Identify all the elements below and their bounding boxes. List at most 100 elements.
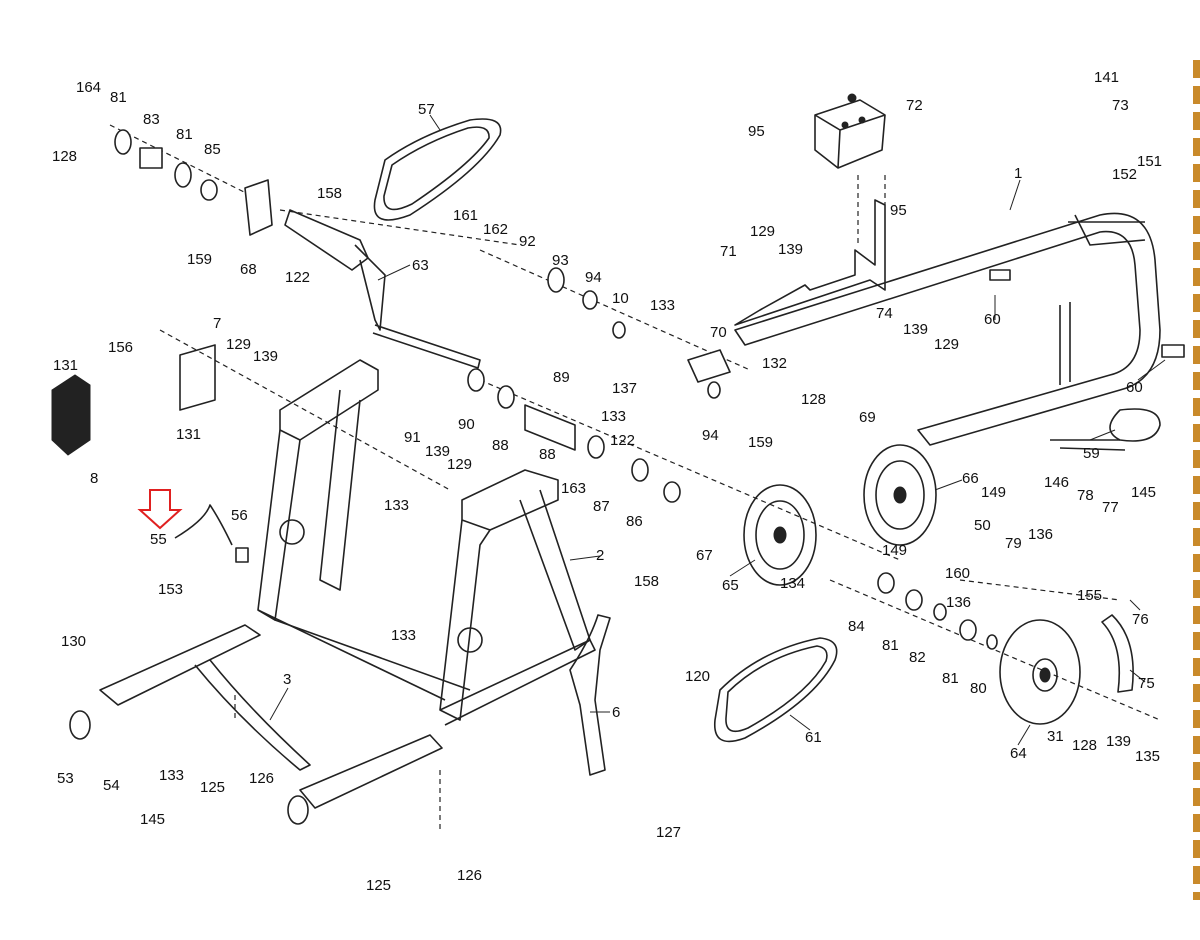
callout-81-a: 81 (110, 89, 127, 106)
callout-61: 61 (805, 729, 822, 746)
callout-89: 89 (553, 369, 570, 386)
callout-158-b: 158 (634, 573, 659, 590)
callout-57: 57 (418, 101, 435, 118)
main-frame-part (734, 212, 1185, 446)
callout-125-a: 125 (200, 779, 225, 796)
callout-71: 71 (720, 243, 737, 260)
callout-84: 84 (848, 618, 865, 635)
callout-60-b: 60 (1126, 379, 1143, 396)
callout-126-a: 126 (249, 770, 274, 787)
callout-146: 146 (1044, 474, 1069, 491)
callout-68: 68 (240, 261, 257, 278)
callout-139-e: 139 (1106, 733, 1131, 750)
callout-50: 50 (974, 517, 991, 534)
crank-arm-part (284, 209, 481, 369)
callout-83: 83 (143, 111, 160, 128)
callout-76: 76 (1132, 611, 1149, 628)
callout-152: 152 (1112, 166, 1137, 183)
callout-136-b: 136 (946, 594, 971, 611)
callout-132: 132 (762, 355, 787, 372)
cover-plate-part (179, 344, 216, 411)
callout-120: 120 (685, 668, 710, 685)
callout-134: 134 (780, 575, 805, 592)
callout-56: 56 (231, 507, 248, 524)
control-box-part (814, 93, 886, 169)
callout-93: 93 (552, 252, 569, 269)
callout-10: 10 (612, 290, 629, 307)
bracket-part (244, 179, 273, 236)
callout-79: 79 (1005, 535, 1022, 552)
callout-128-a: 128 (52, 148, 77, 165)
power-cord-part (1050, 408, 1161, 451)
callout-63: 63 (412, 257, 429, 274)
callout-161: 161 (453, 207, 478, 224)
callout-131-a: 131 (53, 357, 78, 374)
left-upright-column (257, 359, 471, 701)
callout-137: 137 (612, 380, 637, 397)
callout-95-a: 95 (748, 123, 765, 140)
pulley-lower-part (743, 484, 817, 586)
callout-88-b: 88 (539, 446, 556, 463)
callout-74: 74 (876, 305, 893, 322)
callout-81-c: 81 (882, 637, 899, 654)
callout-leaders (269, 114, 1166, 746)
callout-86: 86 (626, 513, 643, 530)
callout-163: 163 (561, 480, 586, 497)
callout-153: 153 (158, 581, 183, 598)
callout-80: 80 (970, 680, 987, 697)
callout-139-b: 139 (425, 443, 450, 460)
callout-133-d: 133 (391, 627, 416, 644)
callout-129-d: 129 (934, 336, 959, 353)
callout-64: 64 (1010, 745, 1027, 762)
callout-126-b: 126 (457, 867, 482, 884)
callout-53: 53 (57, 770, 74, 787)
callout-54: 54 (103, 777, 120, 794)
callout-82: 82 (909, 649, 926, 666)
page-edge-strip (1193, 60, 1200, 900)
pulley-upper-part (863, 444, 937, 546)
callout-128-b: 128 (801, 391, 826, 408)
callout-60-a: 60 (984, 311, 1001, 328)
callout-139-a: 139 (253, 348, 278, 365)
callout-55: 55 (150, 531, 167, 548)
callout-160: 160 (945, 565, 970, 582)
callout-122-b: 122 (610, 432, 635, 449)
callout-95-b: 95 (890, 202, 907, 219)
callout-81-b: 81 (176, 126, 193, 143)
callout-6: 6 (612, 704, 620, 721)
callout-59: 59 (1083, 445, 1100, 462)
callout-131-b: 131 (176, 426, 201, 443)
callout-151: 151 (1137, 153, 1162, 170)
callout-133-e: 133 (159, 767, 184, 784)
callout-72: 72 (906, 97, 923, 114)
callout-156: 156 (108, 339, 133, 356)
drive-belt-upper-part (373, 118, 502, 221)
callout-145-b: 145 (140, 811, 165, 828)
callout-149-b: 149 (882, 542, 907, 559)
callout-129-a: 129 (226, 336, 251, 353)
callout-135: 135 (1135, 748, 1160, 765)
callout-94-a: 94 (585, 269, 602, 286)
callout-66: 66 (962, 470, 979, 487)
callout-158-a: 158 (317, 185, 342, 202)
drive-belt-lower-part (714, 637, 838, 743)
callout-127: 127 (656, 824, 681, 841)
callout-141: 141 (1094, 69, 1119, 86)
callout-labels: 1 2 3 6 7 8 10 31 50 53 54 55 56 57 59 6… (52, 69, 1162, 894)
magnet-bracket-part (1101, 614, 1134, 693)
callout-139-c: 139 (778, 241, 803, 258)
callout-164: 164 (76, 79, 101, 96)
console-part (51, 374, 91, 456)
flywheel-part (999, 619, 1081, 725)
callout-90: 90 (458, 416, 475, 433)
bearing-axis-lines (109, 124, 1161, 830)
upright-frame-part (439, 469, 596, 726)
callout-67: 67 (696, 547, 713, 564)
callout-162: 162 (483, 221, 508, 238)
callout-78: 78 (1077, 487, 1094, 504)
callout-81-d: 81 (942, 670, 959, 687)
sensor-wire-part (174, 504, 249, 563)
callout-149-a: 149 (981, 484, 1006, 501)
callout-85: 85 (204, 141, 221, 158)
